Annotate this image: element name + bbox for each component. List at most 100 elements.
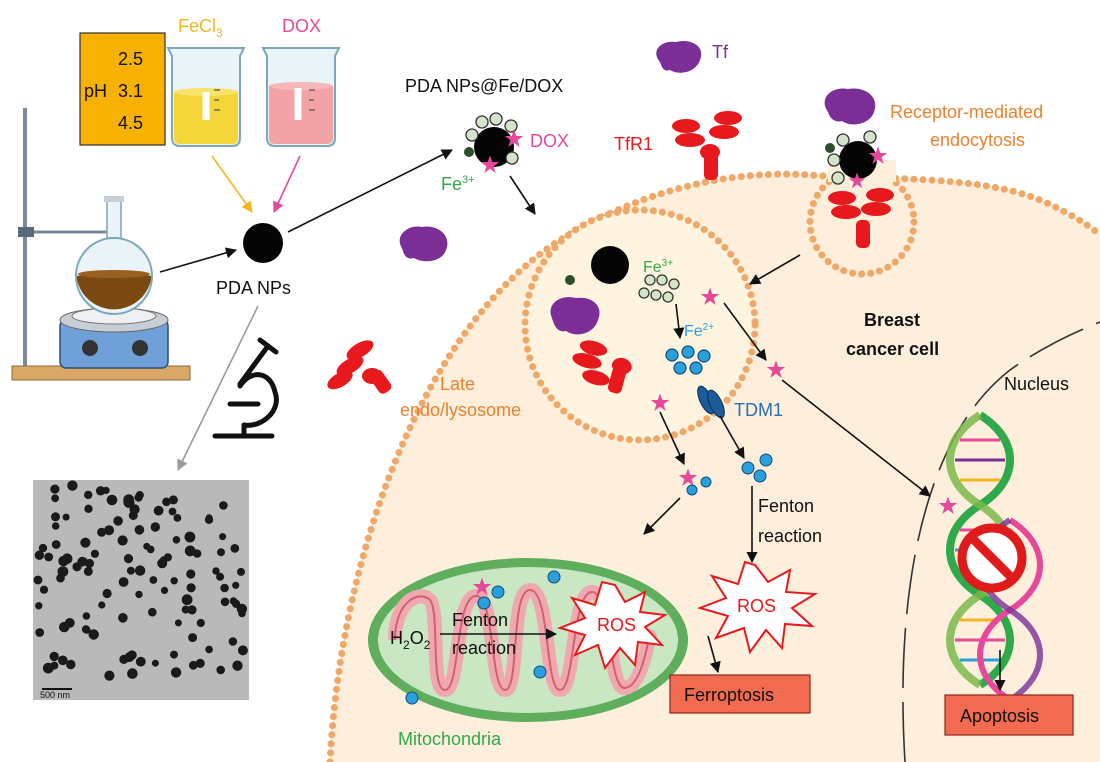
tem-particle: [50, 484, 60, 494]
endocytosis-label-1: Receptor-mediated: [890, 102, 1043, 122]
fecl3-label: FeCl3: [178, 16, 223, 40]
tem-particle: [230, 544, 240, 553]
late-endo-label-1: Late: [440, 374, 475, 394]
synthesis-setup: pH 2.5 3.1 4.5 FeCl3 DOX: [11, 16, 454, 700]
tem-particle: [217, 548, 225, 557]
tem-particle: [149, 576, 158, 584]
tem-scale-bar: 500 nm: [40, 690, 70, 700]
tem-particle: [184, 545, 196, 557]
tem-particle: [35, 628, 45, 637]
tem-particle: [184, 531, 196, 543]
tem-particle: [170, 650, 178, 659]
tem-particle: [216, 665, 225, 675]
apoptosis-label: Apoptosis: [960, 706, 1039, 726]
tem-particle: [151, 659, 159, 667]
tem-particle: [219, 533, 227, 541]
tem-particle: [118, 613, 128, 623]
tem-particle: [58, 655, 68, 666]
arrow-pda-to-tem: [177, 305, 259, 472]
tem-particle: [229, 597, 238, 605]
tem-particle: [181, 594, 193, 606]
cell-membrane: [326, 170, 1100, 762]
tem-particle: [66, 659, 76, 670]
tem-particle: [80, 537, 91, 548]
tem-particle: [88, 629, 99, 640]
endocytosis-label-2: endocytosis: [930, 130, 1025, 150]
tem-particle: [35, 602, 43, 610]
h2o2-label: H2O2: [390, 628, 431, 652]
tem-particle: [80, 557, 88, 565]
tem-particle: [172, 536, 181, 544]
late-endo-label-2: endo/lysosome: [400, 400, 521, 420]
tem-particle: [51, 512, 60, 522]
fe3-label: Fe3+: [441, 174, 475, 194]
tem-particle: [135, 590, 143, 599]
tem-particle: [228, 637, 238, 646]
tem-particle: [204, 515, 214, 524]
fecl3-beaker: [166, 47, 246, 147]
dox-label: DOX: [530, 131, 569, 151]
tem-particle: [56, 573, 65, 583]
tem-image: 500 nm: [33, 480, 249, 700]
tem-particle: [82, 612, 91, 620]
tem-particle: [187, 605, 197, 615]
tem-particle: [117, 535, 128, 546]
arrow-flask-to-pda: [159, 247, 238, 273]
flask-on-stirrer: [11, 108, 191, 381]
arrow-fe3-to-fe2: [673, 303, 685, 340]
arrow-ros-to-ferroptosis: [707, 635, 721, 674]
lysosome-contents: Fe3+ Fe2+ TDM1: [550, 246, 783, 420]
tem-particle: [186, 583, 196, 593]
tdm1-label: TDM1: [734, 400, 783, 420]
tem-particle: [168, 507, 177, 516]
tem-particle: [237, 645, 248, 656]
transferrin-receptors: Tf TfR1: [327, 40, 1043, 394]
tem-particle: [58, 621, 70, 633]
ph-value-3: 4.5: [118, 113, 143, 133]
tem-particle: [148, 607, 157, 617]
tem-particle: [62, 513, 70, 521]
mitochondria-contents: H2O2 Fenton reaction: [390, 570, 561, 705]
tem-particle: [126, 566, 135, 575]
tem-particle: [160, 586, 169, 595]
ph-label: pH: [84, 81, 107, 101]
ph-box: [79, 32, 166, 146]
tem-particle: [195, 658, 205, 669]
tem-particle: [113, 516, 123, 526]
tem-particle: [238, 609, 246, 618]
tem-particle: [118, 577, 129, 587]
lyso-fe3-label: Fe3+: [643, 258, 673, 276]
tem-particle: [106, 494, 118, 506]
breast-cancer-cell: [326, 160, 1100, 762]
tem-particle: [104, 525, 115, 536]
pda-fe-dox-nanoparticle: PDA NPs@Fe/DOX DOX Fe3+: [405, 76, 569, 215]
cytoplasm-pathways: Fenton reaction: [643, 302, 958, 564]
fenton-label-2: reaction: [758, 526, 822, 546]
tfr1-label: TfR1: [614, 134, 653, 154]
tem-particle: [205, 645, 213, 654]
dox-beaker: [261, 47, 341, 147]
tem-particle: [81, 625, 91, 634]
apoptosis-box: [944, 694, 1074, 736]
tem-particle: [39, 585, 49, 594]
arrow-pda-to-drugloaded: [287, 149, 454, 233]
tem-particle: [181, 605, 190, 614]
tem-particle: [153, 505, 164, 516]
pda-nps-fe-dox-label: PDA NPs@Fe/DOX: [405, 76, 563, 96]
tfr1-receptor-free: [327, 340, 392, 394]
tdm1-transporter: [697, 385, 725, 419]
tem-particle: [51, 522, 60, 530]
tem-particle: [67, 480, 78, 491]
tem-particle: [174, 619, 182, 627]
tem-particle: [123, 554, 134, 564]
tem-particle: [104, 670, 115, 681]
tem-particle: [98, 601, 106, 609]
ferroptosis-box: [669, 674, 811, 714]
fe2-label: Fe2+: [684, 322, 714, 340]
tem-particle: [173, 514, 182, 522]
tf-label: Tf: [712, 42, 729, 62]
tem-particle: [143, 542, 151, 550]
tem-particle: [163, 553, 172, 562]
tem-particle: [168, 495, 178, 505]
